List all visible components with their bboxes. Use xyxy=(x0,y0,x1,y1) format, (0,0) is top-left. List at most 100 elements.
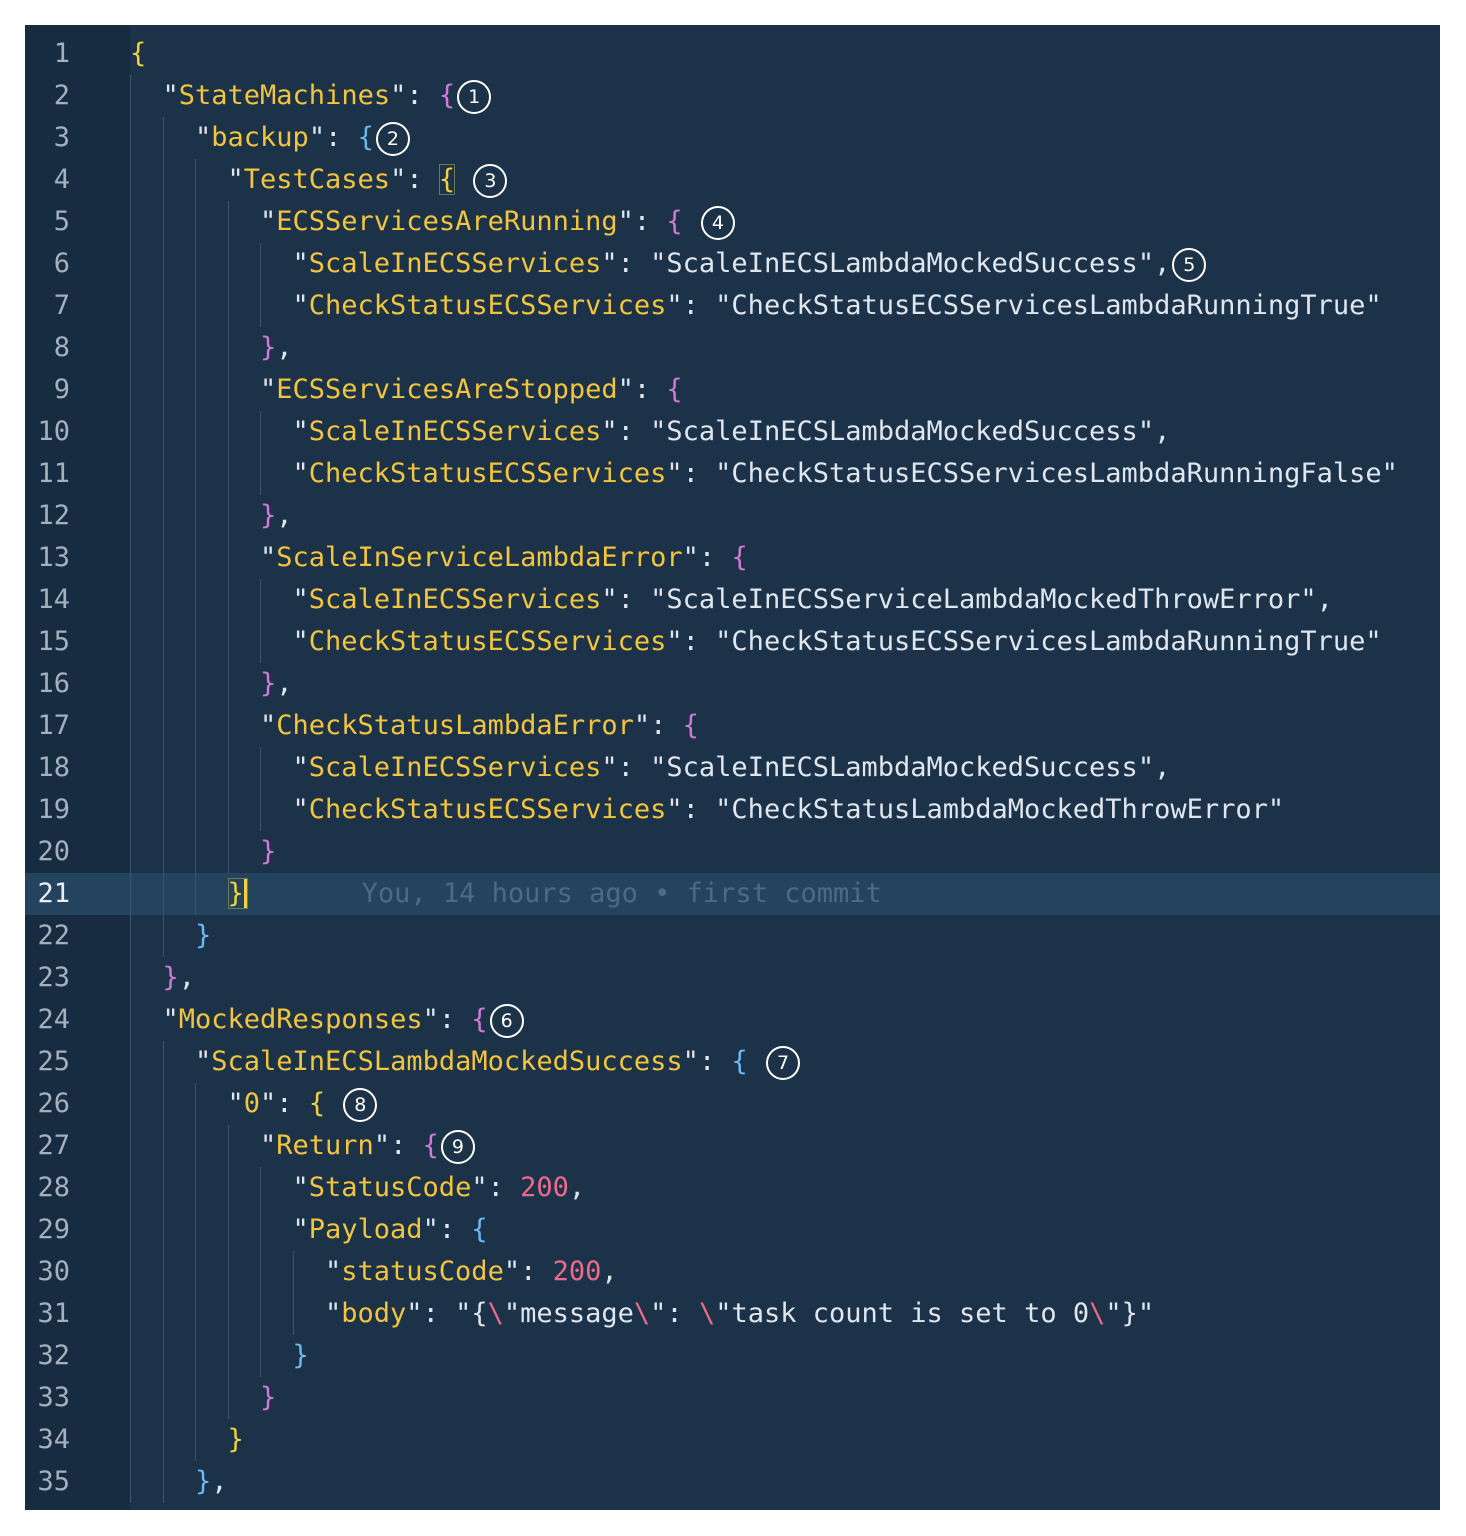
indent-guide xyxy=(195,1251,228,1293)
matched-bracket-cursor: } xyxy=(227,878,248,909)
indent-guide xyxy=(130,1377,163,1419)
code-line[interactable]: 24"MockedResponses": {6 xyxy=(25,999,1440,1041)
line-number: 15 xyxy=(37,626,70,657)
line-content[interactable]: "ECSServicesAreStopped": { xyxy=(130,369,683,411)
line-content[interactable]: "statusCode": 200, xyxy=(130,1251,618,1293)
quote: " xyxy=(292,584,309,615)
line-content[interactable]: }, xyxy=(130,495,293,537)
quote: " xyxy=(666,458,683,489)
code-line[interactable]: 11"CheckStatusECSServices": "CheckStatus… xyxy=(25,453,1440,495)
line-content[interactable]: } xyxy=(130,831,276,873)
line-content[interactable]: }, xyxy=(130,957,195,999)
line-content[interactable]: "ScaleInECSServices": "ScaleInECSLambdaM… xyxy=(130,243,1207,285)
code-line[interactable]: 29"Payload": { xyxy=(25,1209,1440,1251)
code-line[interactable]: 14"ScaleInECSServices": "ScaleInECSServi… xyxy=(25,579,1440,621)
code-line[interactable]: 21} You, 14 hours ago • first commit xyxy=(25,873,1440,915)
indent-guide xyxy=(162,117,196,159)
code-line[interactable]: 10"ScaleInECSServices": "ScaleInECSLambd… xyxy=(25,411,1440,453)
indent-guide xyxy=(162,537,196,579)
line-content[interactable]: "ScaleInECSServices": "ScaleInECSLambdaM… xyxy=(130,747,1170,789)
line-content[interactable]: "MockedResponses": {6 xyxy=(130,999,524,1041)
code-line[interactable]: 13"ScaleInServiceLambdaError": { xyxy=(25,537,1440,579)
code-line[interactable]: 7"CheckStatusECSServices": "CheckStatusE… xyxy=(25,285,1440,327)
code-line[interactable]: 35}, xyxy=(25,1461,1440,1503)
code-line[interactable]: 20} xyxy=(25,831,1440,873)
line-content[interactable]: "StatusCode": 200, xyxy=(130,1167,585,1209)
line-content[interactable]: }, xyxy=(130,1461,228,1503)
line-content[interactable]: } xyxy=(130,1419,244,1461)
bracket: } xyxy=(292,1340,309,1371)
line-content[interactable]: { xyxy=(130,33,146,75)
indent-guide xyxy=(195,831,228,873)
key-name: 0 xyxy=(243,1088,261,1119)
code-line[interactable]: 6"ScaleInECSServices": "ScaleInECSLambda… xyxy=(25,243,1440,285)
punctuation: , xyxy=(276,500,293,531)
code-line[interactable]: 33} xyxy=(25,1377,1440,1419)
code-line[interactable]: 19"CheckStatusECSServices": "CheckStatus… xyxy=(25,789,1440,831)
line-content[interactable]: "ScaleInECSLambdaMockedSuccess": { 7 xyxy=(130,1041,800,1083)
line-content[interactable]: "Return": {9 xyxy=(130,1125,475,1167)
indent-guide xyxy=(260,1251,293,1293)
line-content[interactable]: "body": "{\"message\": \"task count is s… xyxy=(130,1293,1154,1335)
code-line[interactable]: 25"ScaleInECSLambdaMockedSuccess": { 7 xyxy=(25,1041,1440,1083)
line-content[interactable]: "CheckStatusECSServices": "CheckStatusLa… xyxy=(130,789,1284,831)
quote: " xyxy=(682,1046,699,1077)
annotation-badge-2: 2 xyxy=(375,121,410,156)
code-line[interactable]: 1{ xyxy=(25,33,1440,75)
string-value: "ScaleInECSLambdaMockedSuccess" xyxy=(650,416,1155,447)
code-line[interactable]: 34} xyxy=(25,1419,1440,1461)
json-key: "Return" xyxy=(260,1130,390,1161)
indent-guide xyxy=(162,1461,196,1503)
line-content[interactable]: } xyxy=(130,915,211,957)
line-content[interactable]: } xyxy=(130,1377,276,1419)
line-content[interactable]: "CheckStatusECSServices": "CheckStatusEC… xyxy=(130,621,1382,663)
code-line[interactable]: 17"CheckStatusLambdaError": { xyxy=(25,705,1440,747)
line-content[interactable]: }, xyxy=(130,663,293,705)
code-line[interactable]: 9"ECSServicesAreStopped": { xyxy=(25,369,1440,411)
code-line[interactable]: 3"backup": {2 xyxy=(25,117,1440,159)
line-content[interactable]: "CheckStatusECSServices": "CheckStatusEC… xyxy=(130,453,1398,495)
code-line[interactable]: 32} xyxy=(25,1335,1440,1377)
key-name: CheckStatusECSServices xyxy=(308,794,667,825)
line-content[interactable]: } xyxy=(130,1335,309,1377)
line-content[interactable]: "CheckStatusLambdaError": { xyxy=(130,705,699,747)
key-name: MockedResponses xyxy=(178,1004,423,1035)
code-line[interactable]: 27"Return": {9 xyxy=(25,1125,1440,1167)
code-line[interactable]: 28"StatusCode": 200, xyxy=(25,1167,1440,1209)
line-content[interactable]: "ScaleInECSServices": "ScaleInECSLambdaM… xyxy=(130,411,1170,453)
indent-guide xyxy=(162,1209,196,1251)
code-line[interactable]: 12}, xyxy=(25,495,1440,537)
bracket: { xyxy=(731,1046,748,1077)
bracket: { xyxy=(731,542,748,573)
code-line[interactable]: 16}, xyxy=(25,663,1440,705)
line-content[interactable]: "backup": {2 xyxy=(130,117,410,159)
line-content[interactable]: "ScaleInServiceLambdaError": { xyxy=(130,537,748,579)
line-content[interactable]: "StateMachines": {1 xyxy=(130,75,492,117)
code-line[interactable]: 4"TestCases": { 3 xyxy=(25,159,1440,201)
code-line[interactable]: 15 "CheckStatusECSServices": "CheckStatus… xyxy=(25,621,1440,663)
code-line[interactable]: 22} xyxy=(25,915,1440,957)
line-content[interactable]: "0": { 8 xyxy=(130,1083,378,1125)
indent-guide xyxy=(130,327,163,369)
code-line[interactable]: 31"body": "{\"message\": \"task count is… xyxy=(25,1293,1440,1335)
code-line[interactable]: 23}, xyxy=(25,957,1440,999)
line-content[interactable]: "ScaleInECSServices": "ScaleInECSService… xyxy=(130,579,1333,621)
line-content[interactable]: "Payload": { xyxy=(130,1209,488,1251)
line-content[interactable]: }, xyxy=(130,327,293,369)
line-content[interactable]: "CheckStatusECSServices": "CheckStatusEC… xyxy=(130,285,1382,327)
line-content[interactable]: "TestCases": { 3 xyxy=(130,159,508,201)
line-content[interactable]: "ECSServicesAreRunning": { 4 xyxy=(130,201,735,243)
code-line[interactable]: 30"statusCode": 200, xyxy=(25,1251,1440,1293)
code-line[interactable]: 5"ECSServicesAreRunning": { 4 xyxy=(25,201,1440,243)
line-content[interactable]: } You, 14 hours ago • first commit xyxy=(130,873,882,915)
code-line[interactable]: 18"ScaleInECSServices": "ScaleInECSLambd… xyxy=(25,747,1440,789)
punctuation: : xyxy=(406,164,439,195)
code-line[interactable]: 26"0": { 8 xyxy=(25,1083,1440,1125)
line-number-gutter xyxy=(25,25,130,1510)
indent-guide xyxy=(260,1335,293,1377)
code-line[interactable]: 2"StateMachines": {1 xyxy=(25,75,1440,117)
code-line[interactable]: 8}, xyxy=(25,327,1440,369)
punctuation xyxy=(248,878,362,909)
